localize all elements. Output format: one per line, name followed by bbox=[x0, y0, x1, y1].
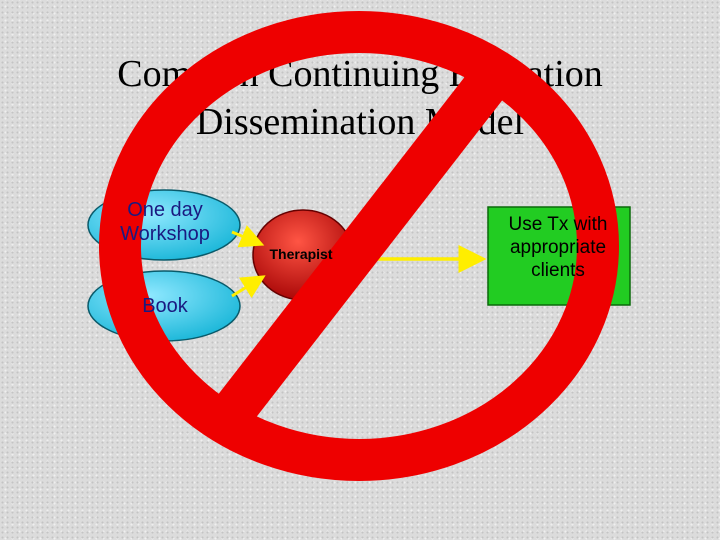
arrow-book-to-therapist bbox=[231, 275, 266, 299]
book-label: Book bbox=[142, 295, 188, 317]
outcome-label: Use Tx with appropriate clients bbox=[508, 214, 608, 281]
workshop-label: One day Workshop bbox=[120, 199, 210, 245]
therapist-label: Therapist bbox=[269, 246, 333, 262]
prohibition-sign-icon bbox=[99, 11, 619, 481]
arrow-workshop-to-therapist bbox=[231, 225, 265, 248]
